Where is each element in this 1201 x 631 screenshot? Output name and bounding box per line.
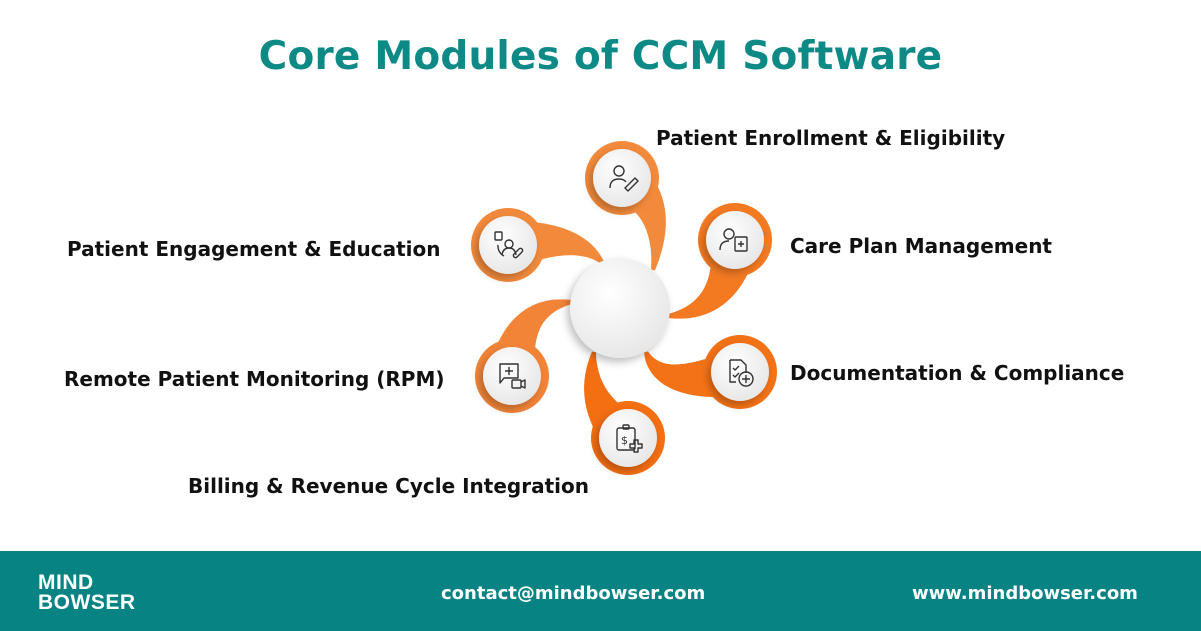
center-circle (570, 258, 670, 358)
contact-email[interactable]: contact@mindbowser.com (441, 583, 706, 604)
label-documentation: Documentation & Compliance (790, 361, 1125, 385)
module-node (703, 335, 777, 409)
footer: MIND BOWSER contact@mindbowser.com www.m… (0, 551, 1201, 631)
module-node (585, 141, 659, 215)
label-care-plan: Care Plan Management (790, 234, 1052, 258)
website-link[interactable]: www.mindbowser.com (912, 583, 1138, 604)
page-title: Core Modules of CCM Software (258, 34, 943, 79)
module-node (471, 208, 545, 282)
patient-education-pill-icon (494, 231, 524, 259)
modules-wheel: $ (471, 141, 777, 475)
module-node (475, 339, 549, 413)
svg-text:$: $ (621, 434, 628, 447)
chat-medical-video-icon (499, 363, 526, 389)
clipboard-dollar-plus-icon: $ (616, 424, 643, 453)
mindbowser-logo: MIND BOWSER (38, 571, 136, 614)
module-node (698, 203, 772, 277)
label-engagement: Patient Engagement & Education (67, 237, 441, 261)
user-clipboard-medical-icon (719, 228, 748, 252)
label-rpm: Remote Patient Monitoring (RPM) (64, 367, 445, 391)
module-node: $ (591, 401, 665, 475)
label-billing: Billing & Revenue Cycle Integration (188, 474, 589, 498)
user-edit-icon (609, 165, 639, 192)
label-enrollment: Patient Enrollment & Eligibility (656, 126, 1006, 150)
document-check-plus-icon (729, 359, 754, 387)
